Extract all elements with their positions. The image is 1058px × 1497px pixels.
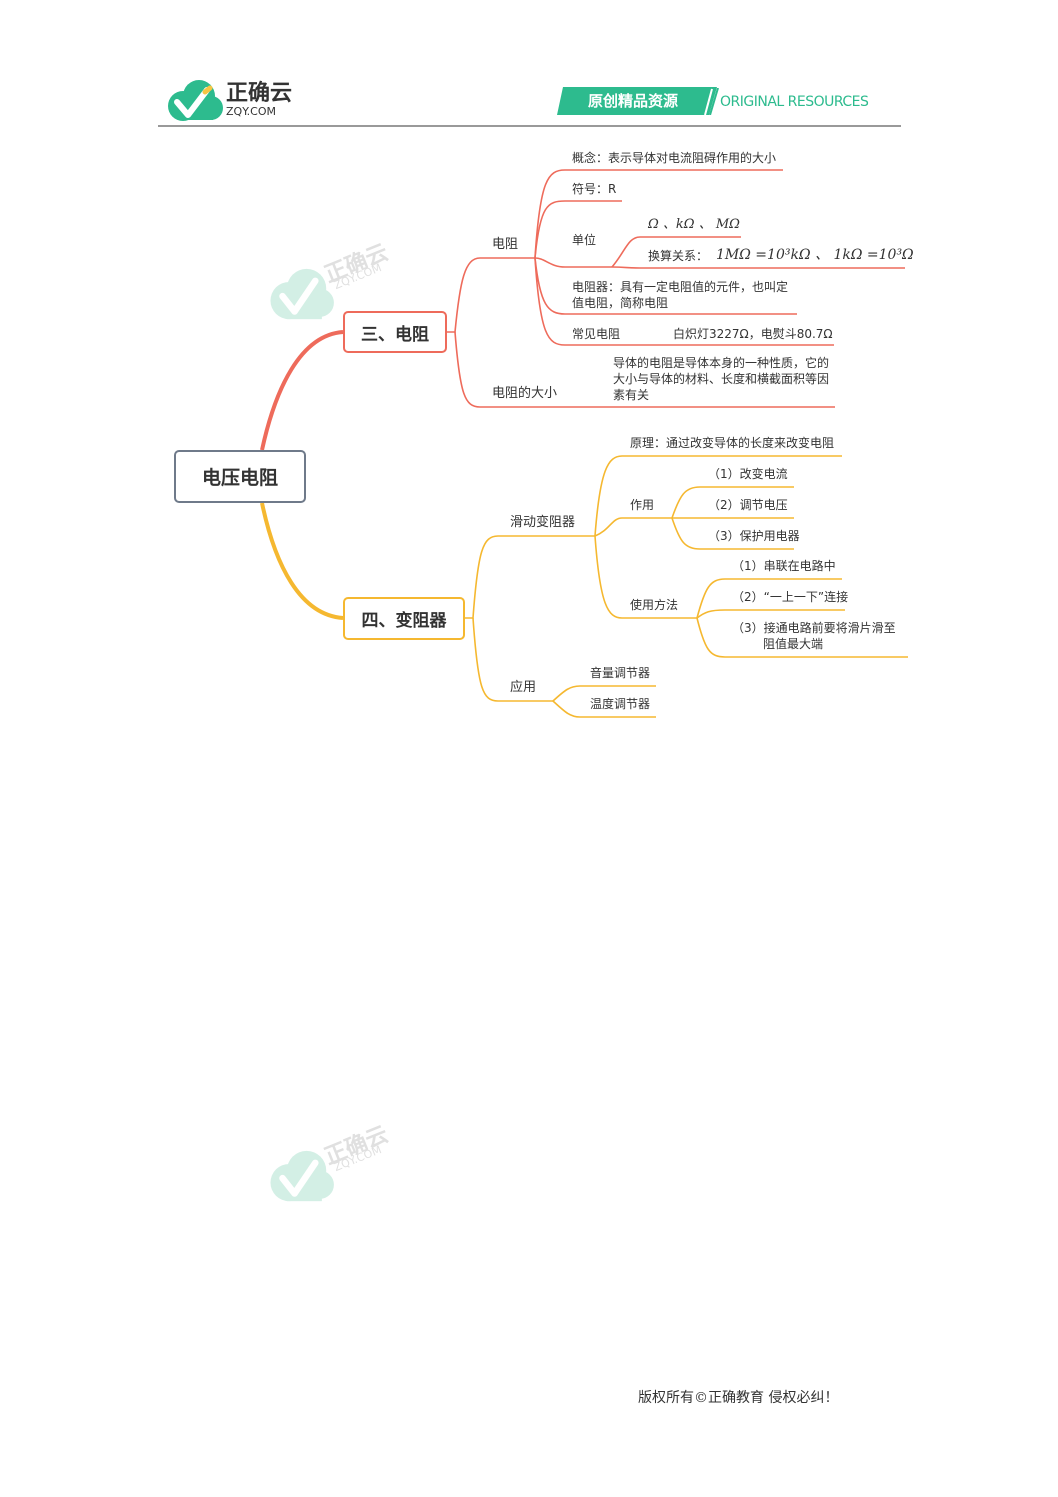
- connector-central-branch4: [260, 502, 344, 620]
- connector-branch3-resistance: [447, 257, 535, 333]
- node-func-3: （3）保护用电器: [708, 529, 800, 543]
- node-size: 电阻的大小: [492, 386, 558, 401]
- watermark-cloud-icon: [270, 1150, 334, 1202]
- node-unit: 单位: [572, 233, 597, 247]
- connector-symbol: [534, 200, 622, 259]
- connector-func-3: [671, 517, 794, 550]
- banner-slash: [709, 88, 719, 115]
- branch-resistance-title: 三、电阻: [343, 311, 447, 353]
- connector-usage-1: [696, 578, 842, 619]
- connector-common: [534, 257, 834, 346]
- brand-logo: [161, 78, 225, 122]
- connector-units: [611, 236, 741, 268]
- connector-usage-2: [696, 609, 845, 619]
- connector-function: [594, 517, 672, 537]
- logo-domain: ZQY.COM: [226, 105, 277, 118]
- connector-usage-3: [696, 617, 908, 658]
- connector-concept: [534, 169, 783, 259]
- connector-conversion: [611, 266, 905, 269]
- node-usage-2: （2）“一上一下”连接: [732, 590, 849, 604]
- node-usage-3-line2: 阻值最大端: [763, 637, 824, 651]
- watermark-top: 正确云 ZQY.COM: [265, 240, 415, 325]
- connector-branch4-slider: [465, 535, 595, 619]
- watermark-bottom: 正确云 ZQY.COM: [265, 1122, 415, 1207]
- node-common-value: 白炽灯3227Ω，电熨斗80.7Ω: [673, 327, 833, 341]
- banner-en-text: ORIGINAL RESOURCES: [720, 94, 869, 110]
- node-app-2: 温度调节器: [590, 697, 651, 711]
- node-size-desc-line2: 大小与导体的材料、长度和横截面积等因: [613, 372, 830, 386]
- connector-usage: [594, 535, 697, 619]
- connector-app-1: [552, 685, 656, 702]
- node-size-desc-line3: 素有关: [613, 388, 650, 402]
- logo-name: 正确云: [226, 81, 293, 106]
- node-common-label: 常见电阻: [572, 327, 621, 341]
- central-topic: 电压电阻: [174, 450, 306, 503]
- node-slider: 滑动变阻器: [510, 515, 576, 530]
- banner-shape: [557, 87, 717, 115]
- connector-branch4-application: [472, 617, 553, 702]
- node-resistor-line2: 值电阻，简称电阻: [572, 296, 669, 310]
- node-application: 应用: [510, 680, 537, 695]
- node-principle: 原理：通过改变导体的长度来改变电阻: [630, 436, 835, 450]
- connector-unit: [534, 257, 612, 268]
- node-usage-1: （1）串联在电路中: [732, 559, 836, 573]
- node-resistor-line1: 电阻器：具有一定电阻值的元件，也叫定: [572, 280, 789, 294]
- node-app-1: 音量调节器: [590, 666, 651, 680]
- node-size-desc-line1: 导体的电阻是导体本身的一种性质，它的: [613, 356, 830, 370]
- branch-rheostat-title: 四、变阻器: [343, 597, 465, 640]
- node-usage-3-line1: （3）接通电路前要将滑片滑至: [732, 621, 896, 635]
- node-func-1: （1）改变电流: [708, 467, 788, 481]
- connector-branch3-size: [454, 331, 835, 408]
- node-units: Ω 、kΩ 、 MΩ: [648, 217, 740, 232]
- connector-principle: [594, 455, 842, 537]
- cloud-check-icon: [168, 80, 223, 121]
- connector-app-2: [552, 700, 656, 718]
- copyright-footer: 版权所有©正确教育 侵权必纠！: [638, 1390, 839, 1406]
- node-function: 作用: [630, 498, 655, 512]
- node-resistance: 电阻: [492, 237, 519, 252]
- node-conversion-formula: 1MΩ =10³kΩ 、 1kΩ =10³Ω: [716, 247, 914, 263]
- node-usage: 使用方法: [630, 598, 679, 612]
- node-func-2: （2）调节电压: [708, 498, 788, 512]
- node-conversion-label: 换算关系：: [648, 249, 709, 263]
- connector-central-branch3: [260, 330, 344, 451]
- banner-cn-text: 原创精品资源: [588, 92, 679, 110]
- node-symbol: 符号：R: [572, 182, 617, 196]
- node-concept: 概念：表示导体对电流阻碍作用的大小: [572, 151, 777, 165]
- watermark-cloud-icon: [270, 268, 334, 320]
- connector-func-1: [671, 486, 794, 519]
